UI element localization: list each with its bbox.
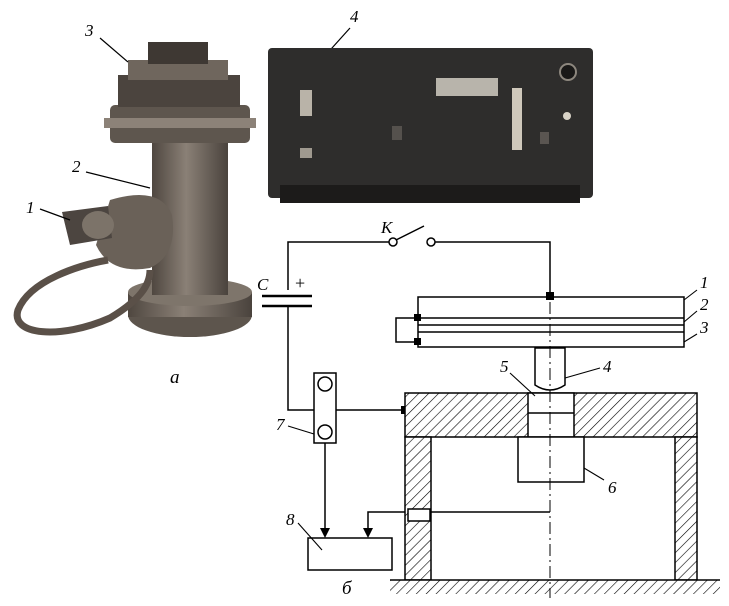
caption-a: a: [170, 367, 180, 388]
caption-b: б: [342, 578, 353, 599]
contact-node-l2: [414, 314, 421, 321]
arrow-to-recorder-left: [320, 528, 330, 538]
photo-label-4: 4: [350, 7, 359, 26]
photo-apparatus: [13, 42, 256, 337]
photo-label-3: 3: [84, 21, 94, 40]
label-switch-k: K: [380, 218, 394, 237]
switch-contact-right: [426, 237, 436, 247]
photo-label-2: 2: [72, 157, 81, 176]
label-layer-1: 1: [700, 273, 709, 292]
label-block-6: 6: [608, 478, 617, 497]
label-insert-5: 5: [500, 357, 509, 376]
frame: [404, 392, 698, 581]
photo-measuring-device: [268, 48, 593, 203]
schematic-wires: [262, 225, 551, 534]
layer-stack: [417, 296, 685, 348]
label-layer-3: 3: [699, 318, 709, 337]
schematic-leaders: [287, 289, 698, 551]
label-plus: +: [295, 273, 305, 293]
label-punch-4: 4: [603, 357, 612, 376]
ground: [390, 580, 720, 594]
recorder-box: [307, 537, 393, 571]
switch-contact-left: [388, 237, 398, 247]
label-sensor-7: 7: [276, 415, 286, 434]
sensor: [313, 372, 337, 444]
arrow-to-recorder-right: [363, 528, 373, 538]
contact-node-l3: [414, 338, 421, 345]
photo-label-1: 1: [26, 198, 35, 217]
label-recorder-8: 8: [286, 510, 295, 529]
label-layer-2: 2: [700, 295, 709, 314]
label-capacitor-c: C: [257, 275, 269, 294]
